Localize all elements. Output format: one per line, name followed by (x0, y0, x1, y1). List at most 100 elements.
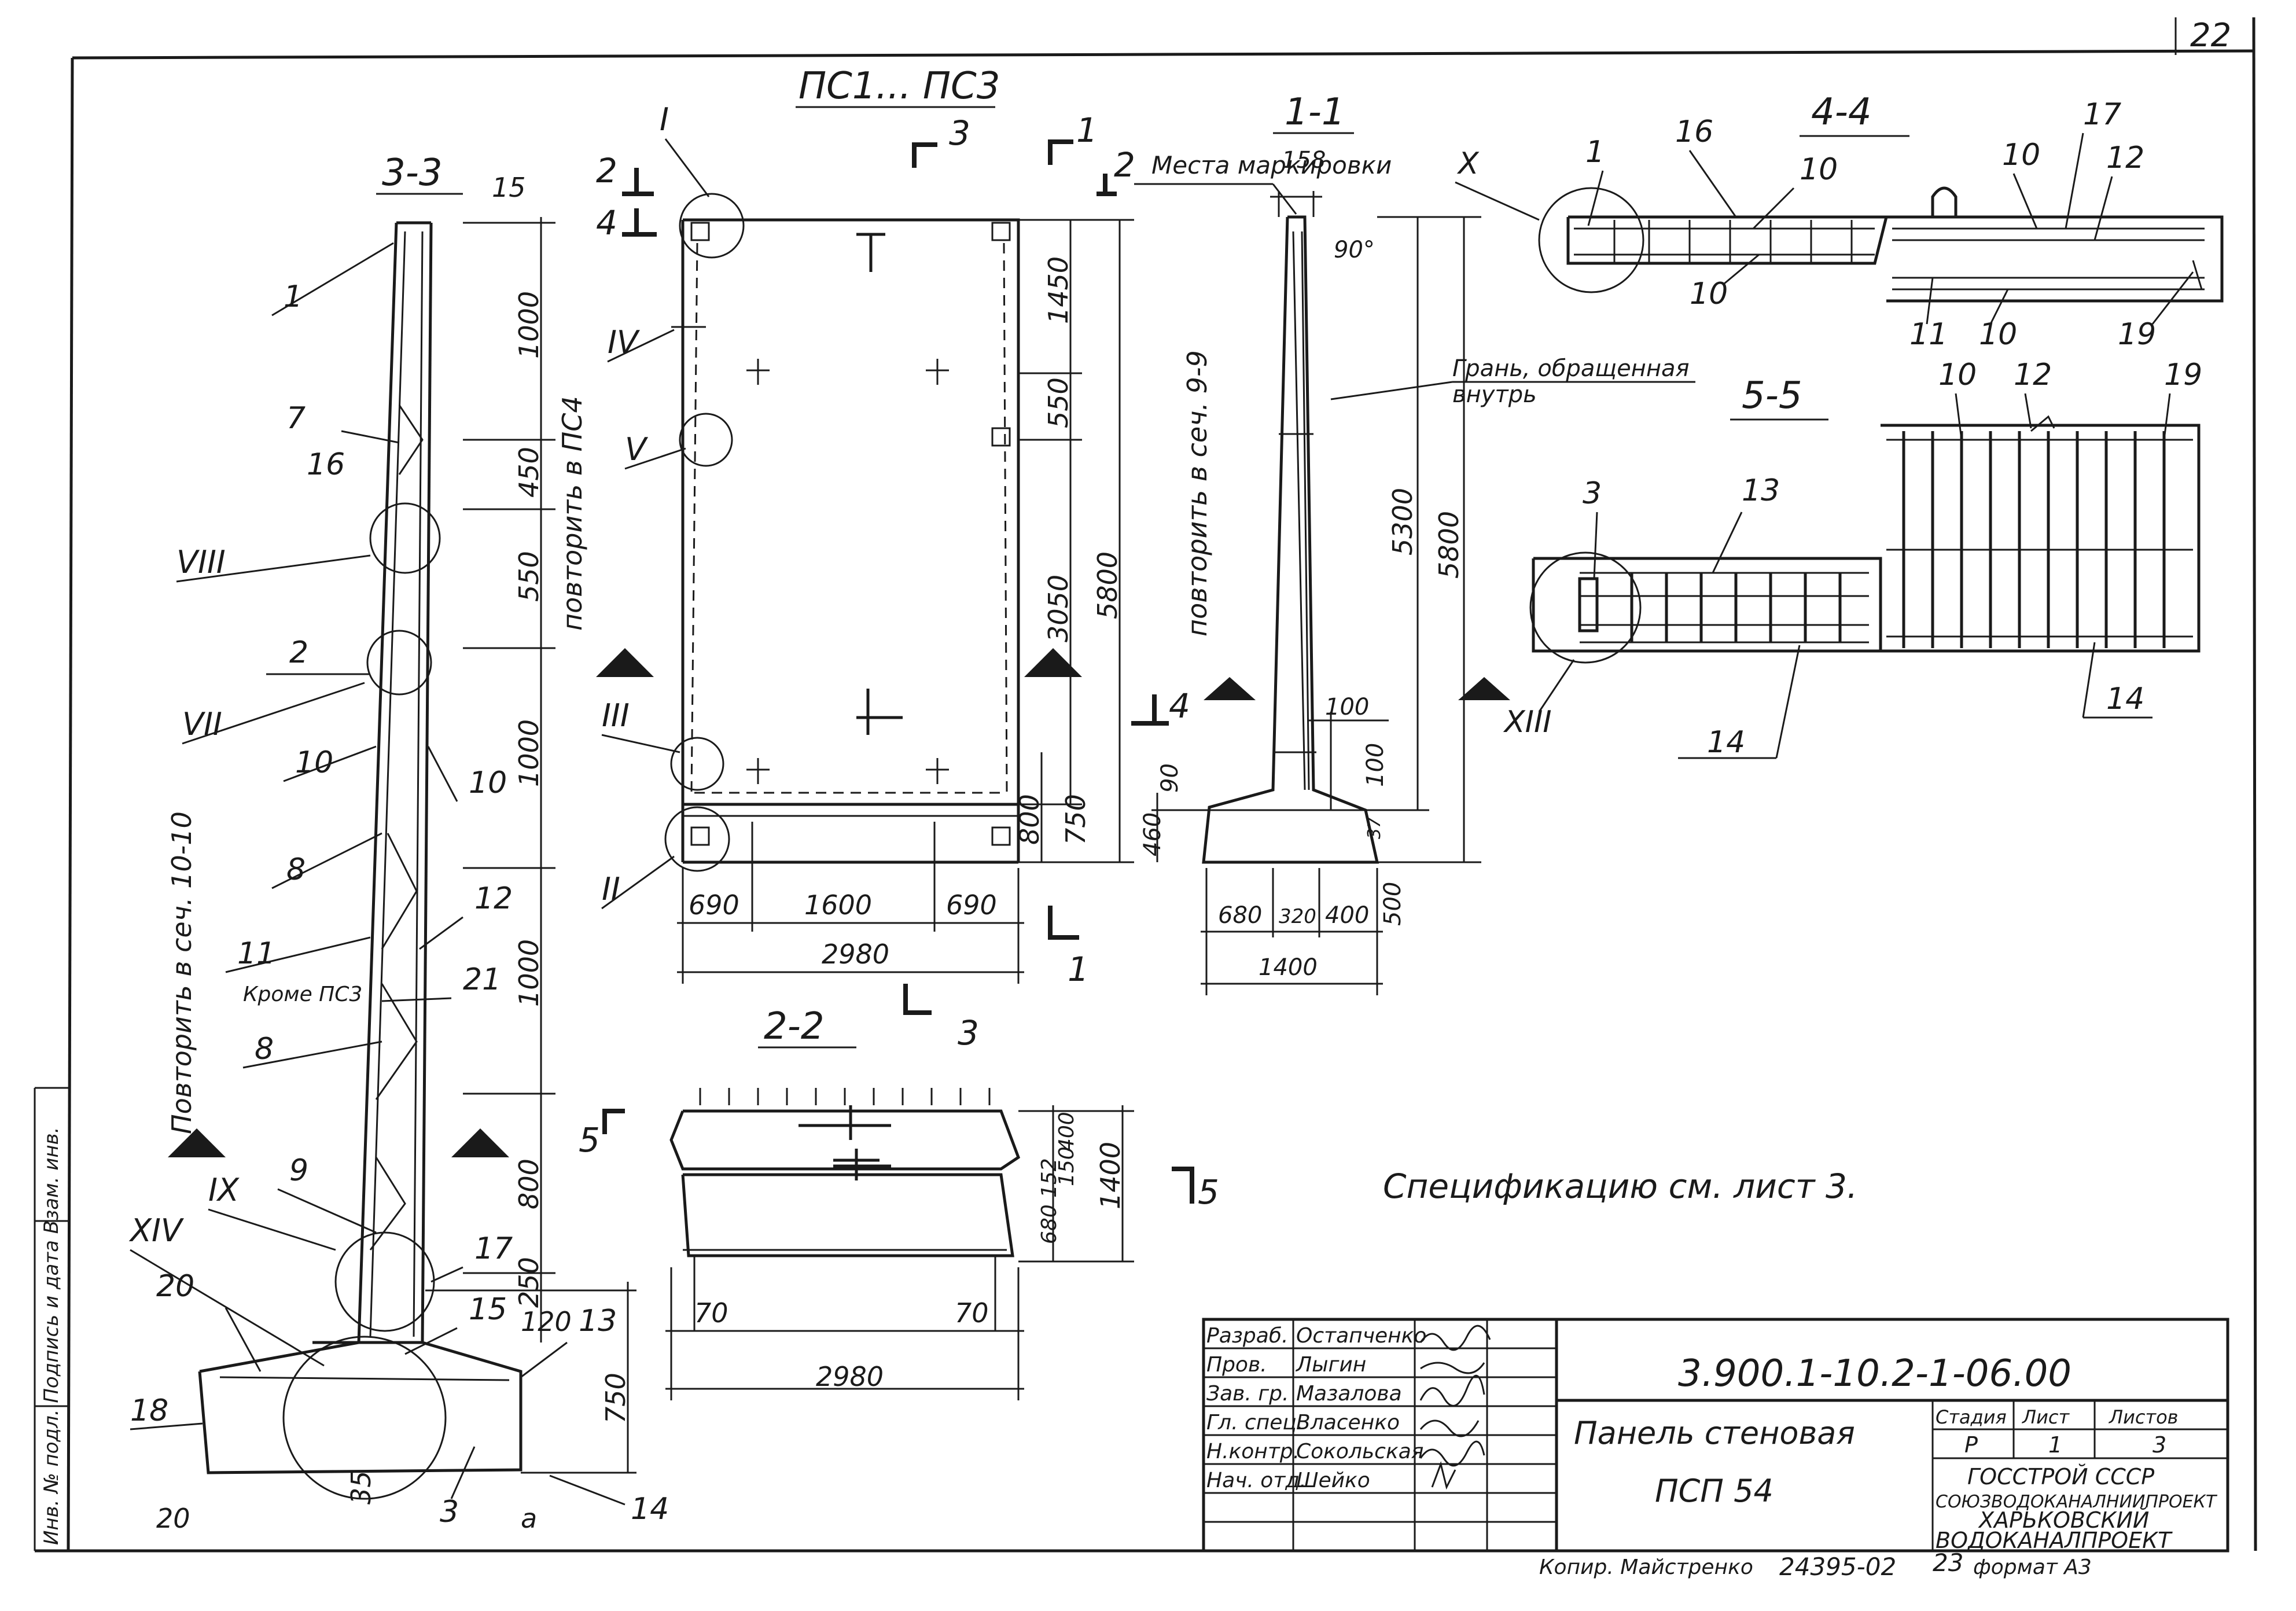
position-label: 10 (1938, 358, 1977, 392)
position-label: 13 (1742, 473, 1780, 508)
section-5-5: 5-5 (1529, 374, 2201, 664)
dim-text: 800 (513, 1158, 544, 1209)
position-label: 14 (631, 1492, 669, 1527)
position-label: 12 (2014, 358, 2052, 392)
dim-text: 100 (1325, 694, 1369, 720)
group-title: ПС1... ПС3 (799, 65, 1000, 108)
dim-text: 690 (946, 889, 997, 921)
dims-1-1: 158 90° 5300 5800 100 100 37 500 90 460 … (1139, 147, 1465, 981)
role-label: Нач. отд. (1206, 1469, 1307, 1492)
note-marking: Места маркировки (1151, 151, 1392, 179)
name-label: Остапченко (1296, 1324, 1426, 1348)
section-4-4: 4-4 (1538, 91, 2224, 303)
sheet-frame (34, 17, 2257, 1553)
dim-text: 90° (1334, 237, 1375, 263)
section-label-2-2: 2-2 (764, 1005, 825, 1048)
position-label: 16 (307, 447, 345, 482)
dim-text: 2980 (822, 939, 889, 970)
dim-text: 250 (513, 1257, 544, 1308)
dim-text: 1000 (513, 291, 544, 359)
position-labels-3-3: 1 7 16 2 10 10 8 11 12 21 8 9 17 20 15 1… (130, 242, 669, 1529)
roman-label: III (602, 697, 630, 734)
dim-text: 680 (1037, 1204, 1061, 1244)
level-mark (1458, 677, 1510, 700)
position-label: 19 (2118, 317, 2156, 352)
note-except-ps3: Кроме ПС3 (243, 983, 362, 1006)
note-repeat-10-10: Повторить в сеч. 10-10 (166, 811, 197, 1134)
side-stamp: Инв. № подл. Подпись и дата Взам. инв. (40, 1127, 63, 1545)
level-mark (451, 1128, 509, 1157)
position-label: 10 (2002, 138, 2040, 172)
dim-text: 70 (955, 1297, 989, 1329)
sheet-number: 22 (2190, 17, 2231, 54)
level-mark (168, 1128, 226, 1157)
dim-text: 400 (1055, 1112, 1079, 1152)
dim-text: 150 (1055, 1146, 1079, 1186)
dim-text: 5800 (1092, 551, 1123, 619)
cut-markers: 3 3 1 1 2 2 4 4 5 5 (579, 111, 1219, 1212)
dim-text: 5300 (1387, 488, 1418, 556)
org-line-3: ХАРЬКОВСКИЙ (1978, 1507, 2149, 1533)
role-label: Пров. (1206, 1353, 1267, 1377)
section-label-1-1: 1-1 (1285, 91, 1345, 134)
dim-text: 152 (1037, 1158, 1061, 1198)
cut-marker: 2 (596, 151, 617, 190)
position-label: 1 (284, 279, 303, 314)
dim-text: 100 (1362, 743, 1389, 787)
position-label: 12 (474, 881, 513, 916)
level-mark (596, 648, 654, 677)
position-label: 18 (130, 1393, 168, 1428)
dims-panel: 1450 550 3050 5800 800 750 690 1600 690 … (689, 256, 1123, 970)
position-labels-4-4: X 1 16 10 10 10 17 12 10 11 19 (1455, 97, 2194, 352)
level-mark (1204, 677, 1256, 700)
dim-text: 90 (1157, 763, 1183, 793)
stage-header: Стадия (1936, 1406, 2007, 1428)
dim-text: 550 (1043, 377, 1074, 428)
position-label: 20 (156, 1269, 194, 1304)
roman-labels-panel: I IV V III II (601, 101, 710, 910)
cut-marker: 3 (958, 1013, 979, 1053)
position-label: 10 (1800, 152, 1838, 187)
section-1-1: 1-1 Места маркировки (1134, 91, 1695, 995)
roman-label: X (1456, 146, 1480, 181)
footer-page: 23 (1933, 1549, 1963, 1577)
sheets-header: Листов (2109, 1406, 2179, 1428)
position-label: 9 (289, 1153, 308, 1188)
footer: Копир. Майстренко 24395-02 23 формат А3 (1539, 1549, 2092, 1581)
position-label: 14 (2106, 682, 2144, 716)
section-label-5-5: 5-5 (1742, 374, 1802, 417)
dim-text: 800 (1014, 794, 1045, 845)
position-label: 3 (1583, 476, 1602, 511)
dim-text: 1400 (1095, 1142, 1126, 1209)
note-repeat-9-9: повторить в сеч. 9-9 (1182, 350, 1213, 637)
dim-text: 1450 (1043, 256, 1074, 324)
level-mark (1024, 648, 1082, 677)
position-label: 14 (1707, 725, 1745, 760)
name-label: Власенко (1296, 1411, 1400, 1435)
dim-text: 1000 (513, 719, 544, 787)
cut-marker: 5 (1198, 1172, 1219, 1212)
position-label: 16 (1675, 115, 1713, 149)
name-label: Шейко (1296, 1469, 1370, 1492)
footer-copied: Копир. Майстренко (1539, 1555, 1753, 1579)
dim-text: 5800 (1433, 511, 1465, 579)
cut-marker: 5 (579, 1120, 600, 1160)
position-label: 1 (1585, 135, 1605, 170)
org-line-1: ГОССТРОЙ СССР (1967, 1464, 2154, 1489)
dim-text: 2980 (816, 1361, 884, 1392)
position-label: 13 (579, 1304, 617, 1338)
dim-text: 35 (345, 1470, 377, 1505)
role-label: Разраб. (1206, 1324, 1288, 1348)
name-label: Лыгин (1295, 1353, 1366, 1377)
doc-code: 3.900.1-10.2-1-06.00 (1678, 1352, 2071, 1395)
dim-text: 750 (600, 1373, 631, 1424)
note-repeat-ps4: повторить в ПС4 (557, 396, 588, 631)
org-line-4: ВОДОКАНАЛПРОЕКТ (1936, 1528, 2173, 1553)
position-label: 19 (2164, 358, 2202, 392)
position-label: 10 (1690, 277, 1728, 311)
cut-marker: 3 (949, 113, 970, 153)
cut-marker: 1 (1076, 111, 1098, 150)
title-block-roles: Разраб. Пров. Зав. гр. Гл. спец. Н.контр… (1206, 1324, 1426, 1492)
position-label: 3 (440, 1495, 459, 1529)
